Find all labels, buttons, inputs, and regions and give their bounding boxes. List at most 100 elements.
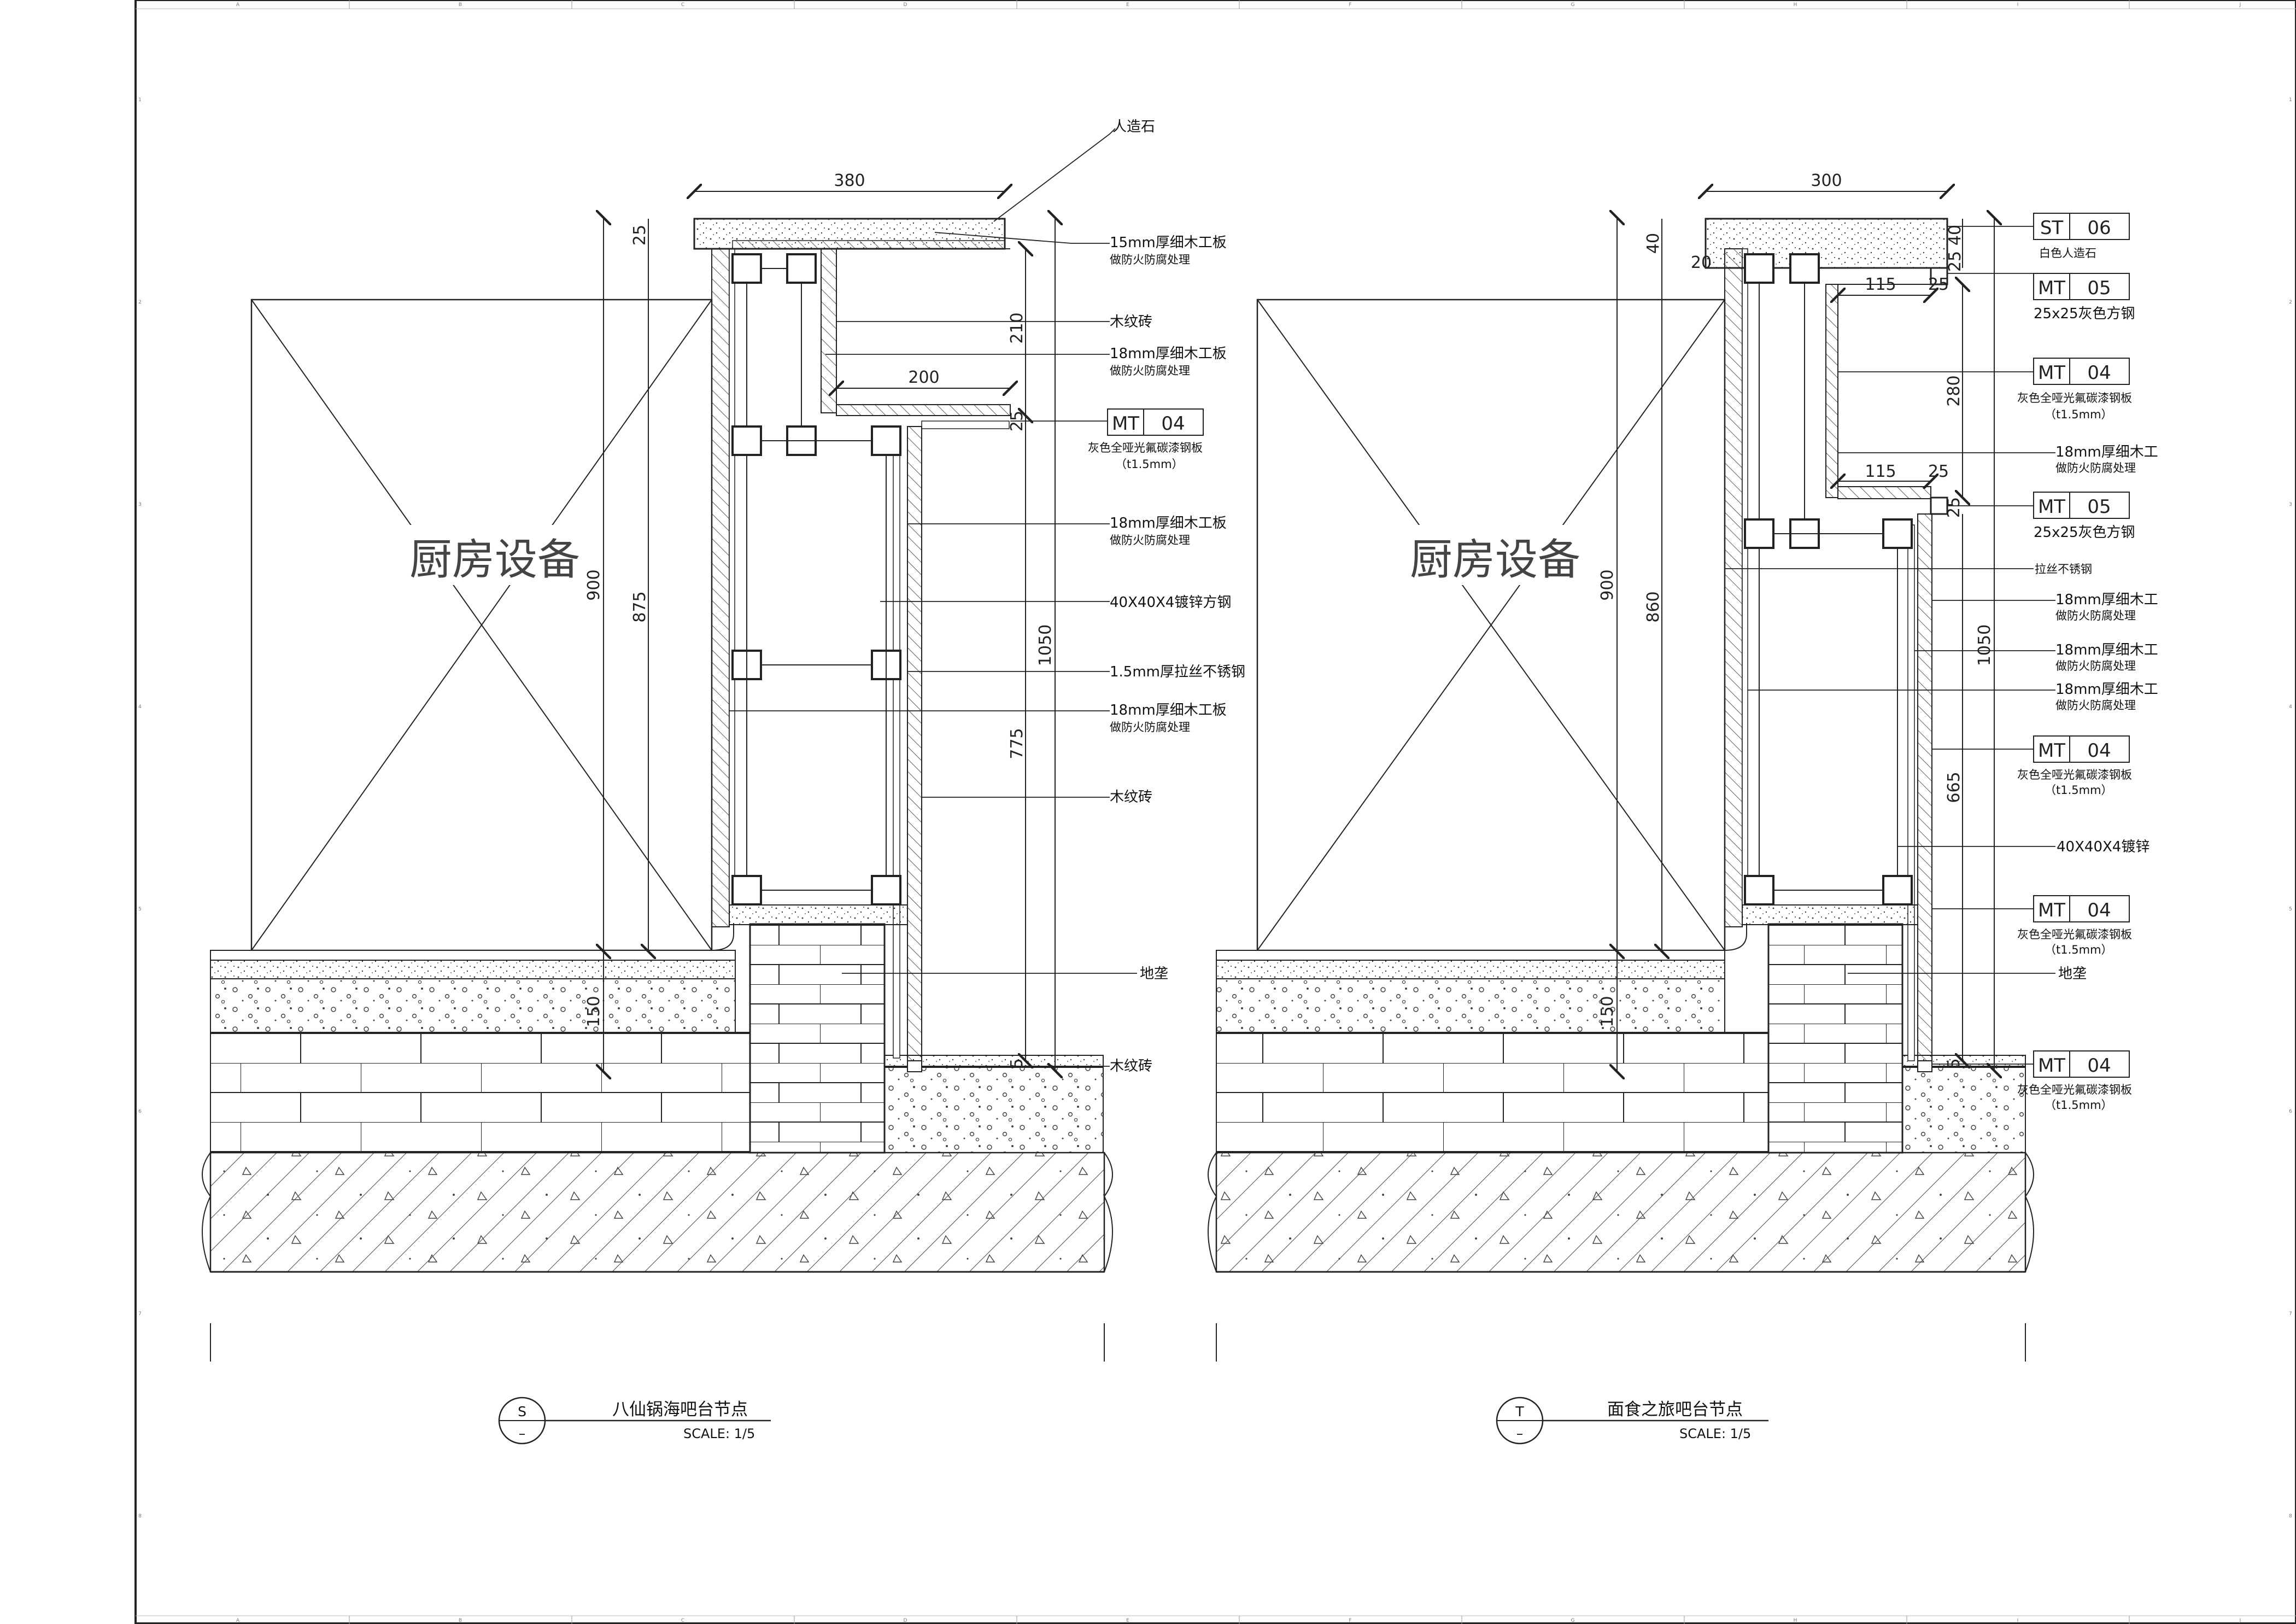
grid-row-label: 3 xyxy=(2289,502,2292,507)
dimensions: 300 40 20 40 25 115 25 280 115 25 25 900… xyxy=(1598,171,1994,1072)
dim-total-height: 900 xyxy=(584,569,604,600)
grid-col-label: A xyxy=(236,2,240,8)
svg-text:MT: MT xyxy=(2038,277,2065,299)
callout-t-1: 白色人造石 xyxy=(2039,247,2096,260)
callout-s-3: 木纹砖 xyxy=(1110,314,1152,330)
callout-t-9-sub: 做防火防腐处理 xyxy=(2055,699,2136,712)
dim-right-40: 40 xyxy=(1946,225,1965,246)
grid-row-label: 4 xyxy=(2289,704,2292,710)
svg-text:MT: MT xyxy=(2038,899,2065,921)
dim-top-width: 300 xyxy=(1811,171,1842,190)
grid-col-label: E xyxy=(1126,2,1129,8)
svg-text:–: – xyxy=(519,1426,526,1441)
callout-t-4: 18mm厚细木工 xyxy=(2055,444,2158,460)
grid-row-label: 7 xyxy=(2289,1311,2292,1317)
detail-id-bubble: T xyxy=(1515,1404,1524,1419)
callout-t-12: 灰色全哑光氟碳漆钢板 xyxy=(2017,928,2132,941)
callout-t-3: 灰色全哑光氟碳漆钢板 xyxy=(2017,392,2132,405)
callout-t-12-sub: （t1.5mm） xyxy=(2045,943,2113,956)
callout-t-4-sub: 做防火防腐处理 xyxy=(2055,462,2136,475)
svg-text:ST: ST xyxy=(2040,217,2064,239)
tag-num: 04 xyxy=(1161,413,1185,435)
svg-text:05: 05 xyxy=(2087,277,2111,299)
dim-top-thk: 40 xyxy=(1644,233,1663,254)
callouts: 人造石 15mm厚细木工板 做防火防腐处理 木纹砖 18mm厚细木工板 做防火防… xyxy=(729,119,1245,1074)
dim-top-width: 380 xyxy=(834,171,865,190)
grid-col-label: H xyxy=(1794,2,1797,8)
callout-s-9-sub: 做防火防腐处理 xyxy=(1110,721,1190,734)
grid-row-label: 1 xyxy=(138,97,142,103)
svg-text:05: 05 xyxy=(2087,496,2111,518)
svg-text:MT: MT xyxy=(2038,496,2065,518)
grid-row-label: 8 xyxy=(2289,1514,2292,1519)
svg-text:MT: MT xyxy=(2038,362,2065,384)
grid-col-label: F xyxy=(1349,1618,1351,1623)
dim-inner-115b: 115 xyxy=(1865,462,1896,481)
material-tag-mt05b: MT 05 xyxy=(2033,492,2130,519)
grid-col-label: G xyxy=(1571,2,1575,8)
svg-text:–: – xyxy=(1516,1426,1524,1441)
grid-col-label: C xyxy=(681,2,684,8)
dim-inner-25a: 25 xyxy=(1928,275,1949,294)
grid-col-label: J xyxy=(2239,1618,2241,1623)
dimensions: 380 25 900 875 150 210 200 25 1050 775 5 xyxy=(584,171,1055,1072)
dim-total-height: 900 xyxy=(1598,569,1617,600)
callout-s-10: 木纹砖 xyxy=(1110,789,1152,805)
grid-col-label: B xyxy=(459,1618,462,1623)
material-tag-mt04d: MT 04 xyxy=(2033,1050,2130,1078)
svg-text:04: 04 xyxy=(2087,1055,2111,1077)
callout-t-9: 18mm厚细木工 xyxy=(2055,681,2158,698)
material-tag-mt04c: MT 04 xyxy=(2033,895,2130,922)
tag-code: MT xyxy=(1112,413,1139,435)
callout-s-4-sub: 做防火防腐处理 xyxy=(1110,364,1190,377)
dim-right-25: 25 xyxy=(1946,251,1965,272)
detail-s: 厨房设备 xyxy=(202,119,1245,1445)
grid-row-label: 6 xyxy=(2289,1109,2292,1114)
grid-row-label: 7 xyxy=(138,1311,142,1317)
svg-text:06: 06 xyxy=(2087,217,2111,239)
grid-row-label: 5 xyxy=(138,907,142,912)
grid-col-label: G xyxy=(1571,1618,1575,1623)
bar-counter-section xyxy=(693,218,1011,1154)
grid-row-label: 3 xyxy=(138,502,142,507)
callout-s-4: 18mm厚细木工板 xyxy=(1110,346,1227,362)
grid-row-label: 2 xyxy=(2289,300,2292,305)
callout-t-14: 灰色全哑光氟碳漆钢板 xyxy=(2017,1083,2132,1096)
dim-base: 150 xyxy=(1598,996,1617,1027)
dim-shelf-width: 200 xyxy=(908,368,939,387)
material-tag-st06: ST 06 xyxy=(2033,213,2130,240)
callout-t-5: 25x25灰色方钢 xyxy=(2034,524,2135,541)
detail-id-bubble: S xyxy=(518,1404,526,1419)
callout-t-6: 拉丝不锈钢 xyxy=(2035,563,2092,576)
callout-s-5: 灰色全哑光氟碳漆钢板 xyxy=(1088,441,1203,454)
equipment-label: 厨房设备 xyxy=(1410,535,1580,585)
dim-right-total: 1050 xyxy=(1975,624,1994,666)
bar-counter-section xyxy=(1705,218,1948,1154)
grid-col-label: F xyxy=(1349,2,1351,8)
dim-inner-280: 280 xyxy=(1944,375,1964,406)
grid-col-label: C xyxy=(681,1618,684,1623)
callout-t-7: 18mm厚细木工 xyxy=(2055,592,2158,608)
equipment-label: 厨房设备 xyxy=(409,535,580,585)
callouts: ST 06 白色人造石 MT 05 25x25灰色方钢 MT 04 灰色全哑光氟… xyxy=(1725,213,2158,1112)
grid-col-label: H xyxy=(1794,1618,1797,1623)
grid-row-label: 8 xyxy=(138,1514,142,1519)
kitchen-equipment-box: 厨房设备 xyxy=(1256,299,1726,951)
callout-s-6-sub: 做防火防腐处理 xyxy=(1110,534,1190,547)
callout-t-11: 40X40X4镀锌 xyxy=(2057,839,2149,855)
callout-s-7: 40X40X4镀锌方钢 xyxy=(1110,594,1231,611)
callout-t-3-sub: （t1.5mm） xyxy=(2045,408,2113,421)
svg-text:04: 04 xyxy=(2087,362,2111,384)
callout-t-10-sub: （t1.5mm） xyxy=(2045,784,2113,797)
callout-s-11: 地垄 xyxy=(1140,966,1168,982)
detail-title: 八仙锅海吧台节点 xyxy=(612,1400,748,1419)
dim-inner-115a: 115 xyxy=(1865,275,1896,294)
svg-text:MT: MT xyxy=(2038,1055,2065,1077)
kitchen-equipment-box: 厨房设备 xyxy=(250,299,713,951)
dim-toe: 5 xyxy=(1008,1058,1027,1068)
